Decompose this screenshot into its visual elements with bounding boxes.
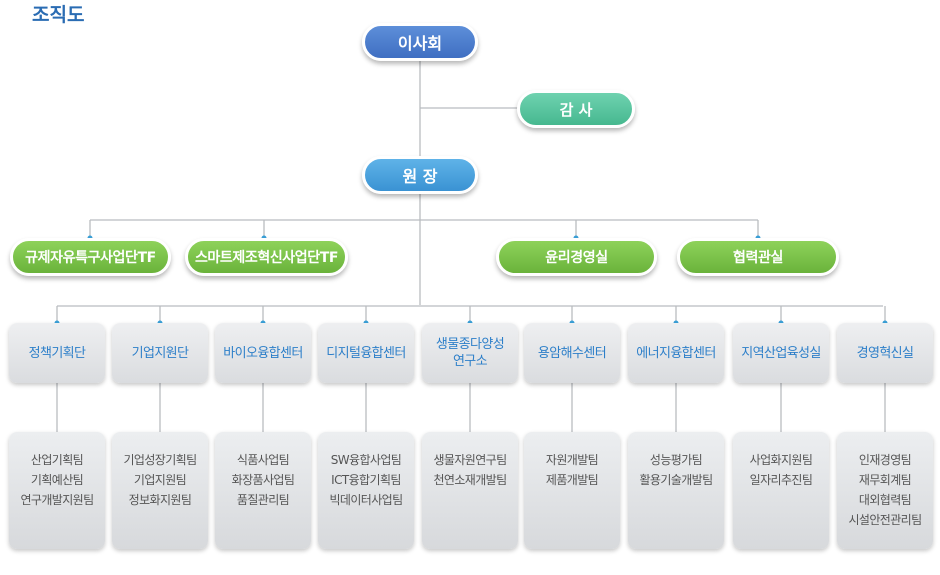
dept-management-innovation: 경영혁신실 bbox=[837, 323, 933, 383]
board-node: 이사회 bbox=[362, 23, 478, 61]
team-list-bio-convergence: 식품사업팀 화장품사업팀 품질관리팀 bbox=[215, 432, 311, 549]
team-list-policy-planning: 산업기획팀 기획예산팀 연구개발지원팀 bbox=[9, 432, 105, 549]
team-list-management-innovation: 인재경영팀 재무회계팀 대외협력팀 시설안전관리팀 bbox=[837, 432, 933, 549]
dept-energy-convergence: 에너지융합센터 bbox=[628, 323, 724, 383]
dept-lava-seawater: 용암해수센터 bbox=[524, 323, 620, 383]
dept-business-support: 기업지원단 bbox=[112, 323, 208, 383]
team-list-lava-seawater: 자원개발팀 제품개발팀 bbox=[524, 432, 620, 549]
dept-policy-planning: 정책기획단 bbox=[9, 323, 105, 383]
team-list-business-support: 기업성장기획팀 기업지원팀 정보화지원팀 bbox=[112, 432, 208, 549]
unit-cooperation-office: 협력관실 bbox=[677, 238, 839, 276]
team-list-energy-convergence: 성능평가팀 활용기술개발팀 bbox=[628, 432, 724, 549]
team-list-digital-convergence: SW융합사업팀 ICT융합기획팀 빅데이터사업팀 bbox=[318, 432, 414, 549]
unit-regulation-free-tf: 규제자유특구사업단TF bbox=[10, 238, 171, 276]
page-title: 조직도 bbox=[32, 4, 85, 26]
dept-biodiversity-institute: 생물종다양성 연구소 bbox=[422, 323, 518, 383]
dept-regional-industry: 지역산업육성실 bbox=[733, 323, 829, 383]
president-node: 원 장 bbox=[362, 156, 478, 194]
audit-node: 감 사 bbox=[517, 90, 635, 128]
dept-bio-convergence: 바이오융합센터 bbox=[215, 323, 311, 383]
team-list-biodiversity-institute: 생물자원연구팀 천연소재개발팀 bbox=[422, 432, 518, 549]
team-list-regional-industry: 사업화지원팀 일자리추진팀 bbox=[733, 432, 829, 549]
dept-digital-convergence: 디지털융합센터 bbox=[318, 323, 414, 383]
unit-smart-manufacturing-tf: 스마트제조혁신사업단TF bbox=[185, 238, 348, 276]
unit-ethics-office: 윤리경영실 bbox=[496, 238, 657, 276]
